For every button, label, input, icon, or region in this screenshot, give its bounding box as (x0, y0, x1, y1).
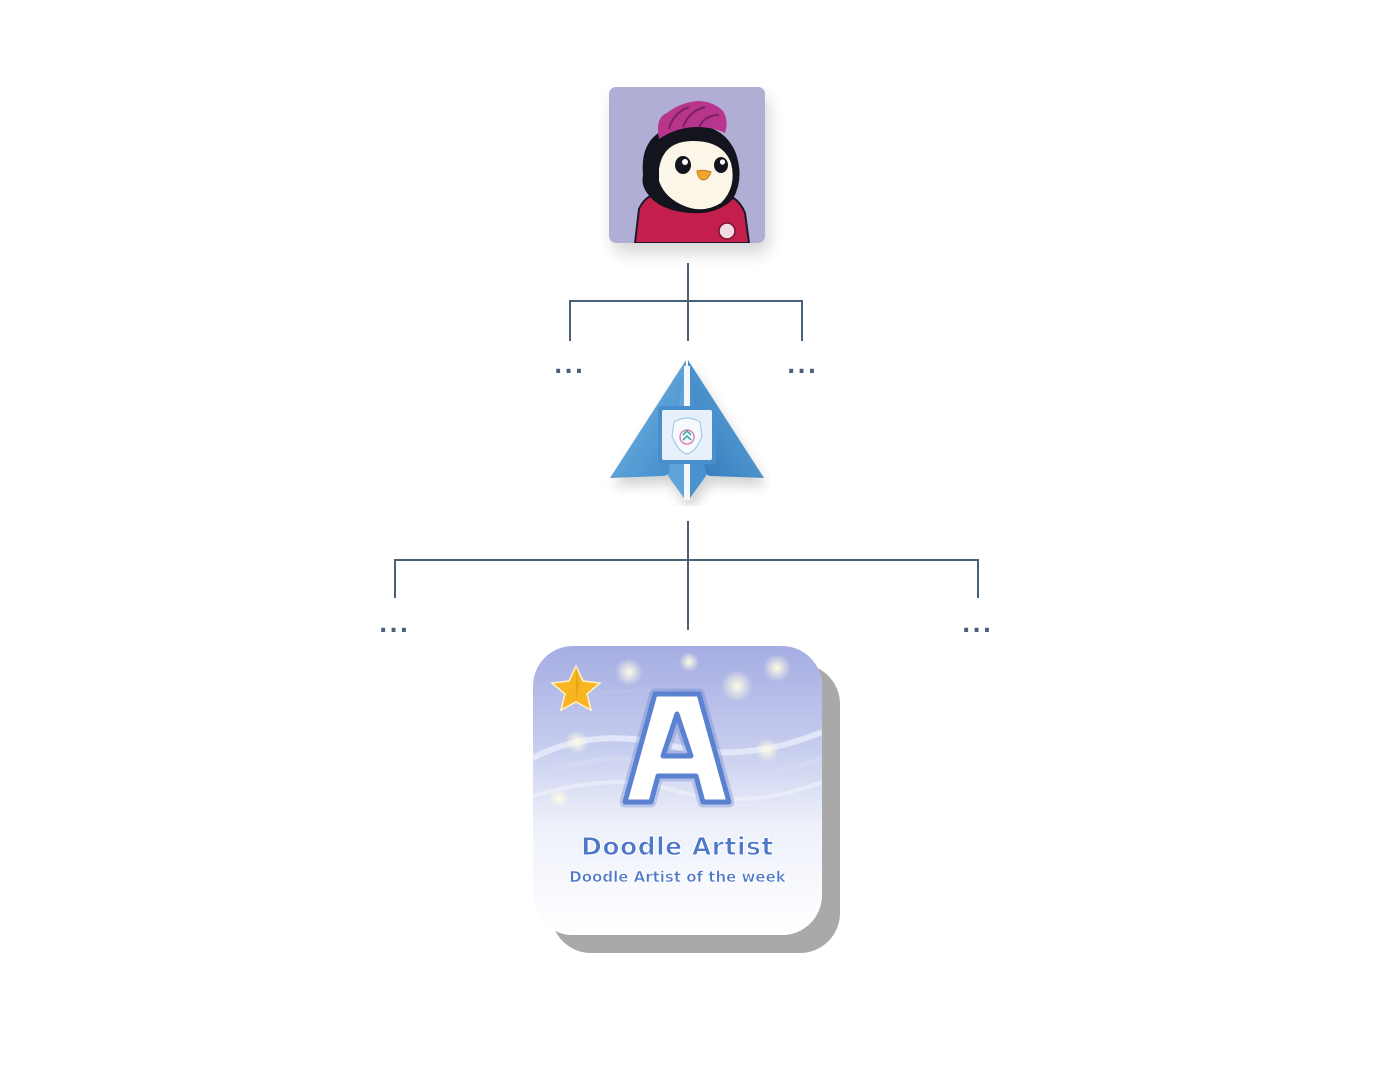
ellipsis-bottom-left: ... (379, 613, 411, 638)
penguin-avatar-icon (609, 87, 765, 243)
badge-node: Doodle Artist Doodle Artist of the week (533, 646, 843, 956)
avatar-node (609, 87, 765, 243)
badge-subtitle: Doodle Artist of the week (569, 868, 786, 887)
letter-a-badge-icon (533, 646, 822, 935)
doodle-artist-badge: Doodle Artist Doodle Artist of the week (533, 646, 822, 935)
rocket-node (604, 356, 770, 506)
paper-rocket-icon (610, 360, 764, 500)
ellipsis-top-right: ... (787, 354, 819, 379)
ellipsis-top-left: ... (554, 354, 586, 379)
ellipsis-bottom-right: ... (962, 613, 994, 638)
badge-title: Doodle Artist (581, 832, 774, 862)
